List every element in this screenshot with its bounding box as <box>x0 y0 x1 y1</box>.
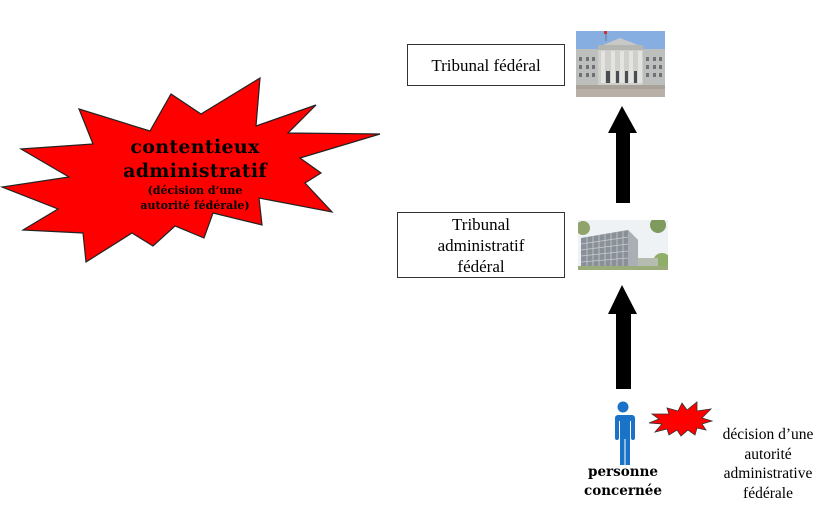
federal-court-photo <box>576 31 665 97</box>
decision-line1: décision d’une <box>722 426 814 443</box>
contentieux-burst-shape <box>0 76 381 264</box>
decision-line2: autorité <box>744 445 792 463</box>
administrative-court-photo <box>578 220 668 270</box>
person-label-line1: personne <box>588 464 658 480</box>
decision-line4: fédérale <box>743 484 793 502</box>
arrow-up-icon <box>608 285 637 389</box>
person-icon <box>614 401 635 465</box>
burst-title-line2: administratif <box>123 160 267 182</box>
burst-label: contentieux administratif (décision d’un… <box>80 135 310 213</box>
burst-title-line1: contentieux <box>130 136 260 158</box>
tribunal-federal-label: Tribunal fédéral <box>431 55 541 75</box>
taf-label-line2: administratif <box>437 235 525 255</box>
arrow-up-icon <box>608 106 637 203</box>
burst-polygon <box>0 76 381 264</box>
decision-burst-icon <box>648 401 714 437</box>
tribunal-federal-box: Tribunal fédéral <box>407 44 565 86</box>
decision-label: décision d’une autorité administrative f… <box>703 425 833 503</box>
burst-subtitle-line2: autorité fédérale) <box>140 199 250 212</box>
person-label: personne concernée <box>570 463 676 501</box>
tribunal-administratif-federal-box: Tribunal administratif fédéral <box>397 212 565 278</box>
taf-label-line3: fédéral <box>457 256 505 276</box>
taf-label-line1: Tribunal <box>452 214 510 234</box>
person-label-line2: concernée <box>584 483 662 499</box>
burst-subtitle-line1: (décision d’une <box>147 184 243 197</box>
decision-line3: administrative <box>723 465 813 482</box>
